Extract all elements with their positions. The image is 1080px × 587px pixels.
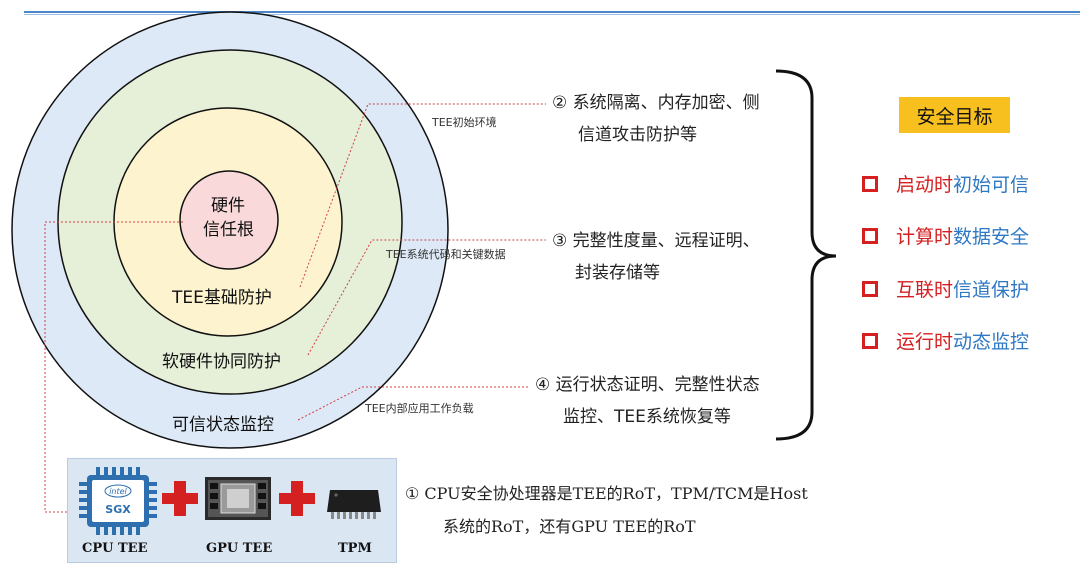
item3-line2: 封装存储等 <box>575 263 660 283</box>
goal-item: 运行时动态监控 <box>862 327 1029 354</box>
header-rule-thin <box>24 14 1080 15</box>
goal-item: 互联时信道保护 <box>862 275 1029 302</box>
goal-red-text: 互联时 <box>896 279 954 301</box>
goal-red-text: 运行时 <box>896 331 954 353</box>
leader-workload <box>297 386 528 421</box>
goal-blue-text: 初始可信 <box>953 174 1030 196</box>
goal-red-text: 计算时 <box>896 226 954 248</box>
curly-brace <box>775 69 837 441</box>
plus-icon <box>162 481 198 516</box>
checkbox-icon <box>862 227 878 244</box>
hw-sw-label: 软硬件协同防护 <box>162 352 281 372</box>
cpu-tee-label: CPU TEE <box>82 541 148 556</box>
item2-line1: ② 系统隔离、内存加密、侧 <box>552 93 760 113</box>
goal-title: 安全目标 <box>899 97 1010 133</box>
item2-line2: 信道攻击防护等 <box>578 125 697 145</box>
rot-note-line1: ① CPU安全协处理器是TEE的RoT，TPM/TCM是Host <box>405 484 808 503</box>
core-label-line2: 信任根 <box>203 220 254 240</box>
sys-code-label: TEE系统代码和关键数据 <box>386 248 506 261</box>
goal-blue-text: 信道保护 <box>953 279 1030 301</box>
tee-basic-label: TEE基础防护 <box>172 288 272 308</box>
rot-note-line2: 系统的RoT，还有GPU TEE的RoT <box>443 517 696 536</box>
checkbox-icon <box>862 175 878 192</box>
goal-item: 启动时初始可信 <box>862 170 1029 197</box>
gpu-tee-label: GPU TEE <box>206 541 273 556</box>
plus-icon <box>279 481 315 516</box>
monitor-label: 可信状态监控 <box>172 415 274 435</box>
tpm-chip-icon <box>327 490 381 519</box>
goal-blue-text: 数据安全 <box>953 226 1030 248</box>
chip-sgx-text: SGX <box>105 503 131 516</box>
goal-red-text: 启动时 <box>896 174 954 196</box>
gpu-board-icon <box>205 477 271 520</box>
init-env-label: TEE初始环境 <box>432 116 497 129</box>
cpu-chip-icon <box>79 467 157 535</box>
tpm-label: TPM <box>338 541 372 556</box>
leader-init <box>299 103 546 288</box>
chip-brand-text: intel <box>109 487 127 496</box>
item4-line1: ④ 运行状态证明、完整性状态 <box>535 375 760 395</box>
item3-line1: ③ 完整性度量、远程证明、 <box>552 231 760 251</box>
core-label-line1: 硬件 <box>211 196 245 216</box>
core-circle <box>179 170 279 270</box>
checkbox-icon <box>862 280 878 297</box>
workload-label: TEE内部应用工作负载 <box>365 402 474 415</box>
leader-rot <box>44 221 183 513</box>
item4-line2: 监控、TEE系统恢复等 <box>563 407 731 427</box>
goal-item: 计算时数据安全 <box>862 222 1029 249</box>
checkbox-icon <box>862 332 878 349</box>
header-rule <box>24 11 1080 13</box>
goal-blue-text: 动态监控 <box>953 331 1030 353</box>
